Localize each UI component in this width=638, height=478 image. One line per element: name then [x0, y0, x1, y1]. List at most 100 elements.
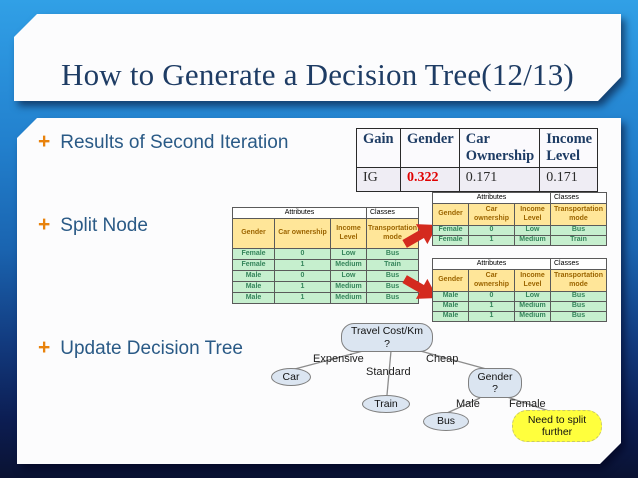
attributes-group-header: Attributes — [432, 258, 551, 270]
classes-group-header: Classes — [550, 192, 607, 204]
tree-node-car: Car — [271, 368, 311, 386]
column-header: Income Level — [330, 218, 367, 249]
column-header: Car ownership — [468, 269, 515, 292]
tree-node-need-split: Need to split further — [512, 410, 602, 442]
table-row: IG 0.322 0.171 0.171 — [356, 167, 599, 192]
table-cell: Female — [232, 259, 275, 271]
bullet-item-split: + Split Node — [38, 214, 148, 237]
table-cell: Male — [432, 291, 469, 302]
table-cell: Female — [232, 248, 275, 260]
table-cell: Low — [514, 225, 551, 236]
tree-node-bus: Bus — [423, 412, 469, 431]
table-cell: Male — [432, 311, 469, 322]
column-header: Transportation mode — [550, 203, 607, 226]
bullet-label: Split Node — [60, 215, 148, 236]
table-cell: Male — [232, 292, 275, 304]
table-cell: Male — [232, 281, 275, 293]
male-subset-table: Attributes Classes Gender Car ownership … — [432, 258, 607, 322]
attributes-group-header: Attributes — [232, 207, 367, 219]
table-row: Gender Car ownership Income Level Transp… — [432, 269, 607, 292]
classes-group-header: Classes — [550, 258, 607, 270]
row-label: IG — [356, 167, 401, 192]
table-row: Attributes Classes — [432, 192, 607, 204]
bullet-label: Results of Second Iteration — [60, 132, 289, 153]
column-header: Gender — [432, 269, 469, 292]
table-row: Gender Car ownership Income Level Transp… — [232, 218, 420, 249]
income-level-header: Income Level — [539, 128, 599, 168]
table-cell: 1 — [274, 259, 331, 271]
table-cell: 1 — [468, 301, 515, 312]
title-banner-card: How to Generate a Decision Tree(12/13) — [14, 14, 621, 101]
table-cell: 1 — [274, 292, 331, 304]
branch-label-standard: Standard — [366, 366, 411, 378]
table-row: Attributes Classes — [432, 258, 607, 270]
table-cell: Bus — [365, 292, 420, 304]
table-cell: Female — [432, 225, 469, 236]
table-row: Attributes Classes — [232, 207, 420, 219]
branch-label-cheap: Cheap — [426, 353, 459, 365]
table-cell: Bus — [550, 225, 607, 236]
table-cell: Bus — [550, 291, 607, 302]
column-header: Income Level — [514, 269, 551, 292]
table-cell: Female — [432, 235, 469, 246]
main-data-table: Attributes Classes Gender Car ownership … — [232, 207, 420, 304]
table-row: Gain Gender Car Ownership Income Level — [356, 128, 599, 168]
table-cell: Male — [432, 301, 469, 312]
table-cell: Train — [365, 259, 420, 271]
classes-group-header: Classes — [365, 207, 420, 219]
gain-value-highlighted: 0.322 — [400, 167, 460, 192]
column-header: Gender — [232, 218, 275, 249]
bullet-item-update: + Update Decision Tree — [38, 337, 243, 360]
table-cell: Male — [232, 270, 275, 282]
table-cell: Bus — [550, 311, 607, 322]
table-cell: Medium — [330, 259, 367, 271]
table-cell: Medium — [514, 301, 551, 312]
gain-header: Gain — [356, 128, 401, 168]
attributes-group-header: Attributes — [432, 192, 551, 204]
table-cell: 0 — [468, 291, 515, 302]
table-cell: Medium — [330, 281, 367, 293]
gain-value: 0.171 — [539, 167, 599, 192]
tree-node-travel-cost: Travel Cost/Km ? — [341, 323, 433, 352]
female-subset-table: Attributes Classes Gender Car ownership … — [432, 192, 607, 246]
table-cell: 1 — [468, 235, 515, 246]
table-cell: Train — [550, 235, 607, 246]
plus-bullet-icon: + — [38, 130, 51, 153]
table-cell: 0 — [274, 248, 331, 260]
table-cell: 0 — [468, 225, 515, 236]
table-cell: Low — [330, 270, 367, 282]
gain-table: Gain Gender Car Ownership Income Level I… — [356, 128, 599, 192]
gender-header: Gender — [400, 128, 460, 168]
car-ownership-header: Car Ownership — [458, 128, 541, 168]
title-banner: How to Generate a Decision Tree(12/13) — [14, 14, 621, 101]
bullet-label: Update Decision Tree — [60, 338, 243, 359]
branch-label-male: Male — [456, 398, 480, 410]
table-cell: 1 — [468, 311, 515, 322]
table-cell: Low — [514, 291, 551, 302]
tree-node-gender: Gender ? — [468, 368, 522, 398]
table-cell: Medium — [330, 292, 367, 304]
column-header: Income Level — [514, 203, 551, 226]
table-cell: Bus — [550, 301, 607, 312]
column-header: Car ownership — [468, 203, 515, 226]
table-cell: Medium — [514, 235, 551, 246]
column-header: Transportation mode — [550, 269, 607, 292]
column-header: Gender — [432, 203, 469, 226]
bullet-item-results: + Results of Second Iteration — [38, 131, 288, 154]
branch-label-female: Female — [509, 398, 546, 410]
table-cell: Medium — [514, 311, 551, 322]
tree-node-train: Train — [362, 395, 410, 413]
gain-value: 0.171 — [458, 167, 541, 192]
branch-label-expensive: Expensive — [313, 353, 364, 365]
